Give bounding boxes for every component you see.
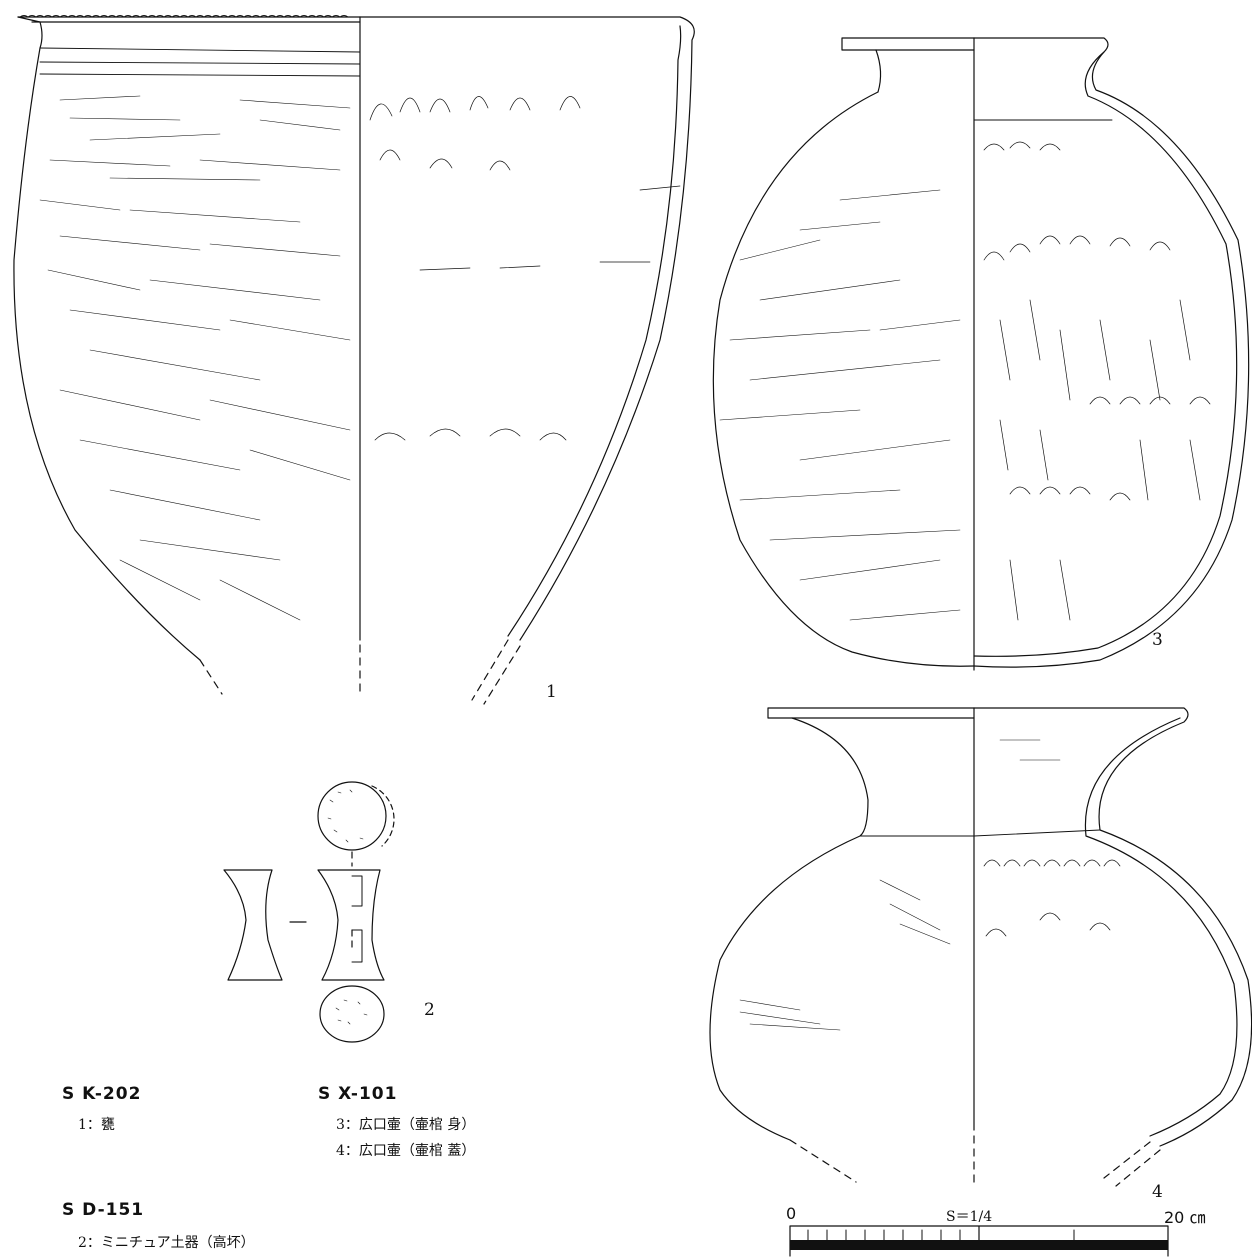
scale-ratio-label: S＝1/4 xyxy=(946,1209,993,1225)
vessel-3-left-body xyxy=(712,91,975,667)
vessel-4-finger-marks xyxy=(983,859,1121,937)
vessel-2-miniature xyxy=(223,781,395,1043)
vessel-4-right-inner xyxy=(1084,717,1238,1137)
vessel-4-right-break xyxy=(1103,1141,1161,1187)
vessel-3-rim xyxy=(841,37,975,51)
vessel-4-jar xyxy=(709,707,1252,1187)
scale-end-label: 20 ㎝ xyxy=(1164,1208,1206,1227)
vessel-1-rim-notches xyxy=(19,15,349,18)
figure-number-3: 3 xyxy=(1152,630,1163,650)
scale-start-label: 0 xyxy=(786,1204,797,1223)
vessel-2-bottom-dots xyxy=(335,999,368,1025)
vessel-3-right-outer xyxy=(973,37,1250,668)
vessel-4-left-break xyxy=(789,1139,857,1183)
vessel-1-right-profile-inner xyxy=(507,25,682,637)
legend-heading-sx101: S X-101 xyxy=(318,1084,398,1104)
legend-item-2: 2：ミニチュア土器（高坏） xyxy=(78,1235,255,1251)
vessel-1-texture xyxy=(39,95,351,621)
figure-number-1: 1 xyxy=(546,682,557,702)
legend-heading-sd151: S D-151 xyxy=(62,1200,145,1220)
vessel-4-left-body xyxy=(709,717,869,1141)
vessel-2-left-view xyxy=(223,869,283,981)
vessel-2-right-view xyxy=(317,869,385,981)
vessel-2-top-view xyxy=(317,781,387,851)
vessel-2-top-dashed xyxy=(371,785,395,847)
figure-number-2: 2 xyxy=(424,1000,435,1020)
vessel-3-neck-left xyxy=(875,49,882,93)
vessel-1-bands xyxy=(39,47,361,77)
vessel-3-texture xyxy=(719,189,961,621)
vessel-2-section xyxy=(351,875,363,963)
vessel-3-right-inner xyxy=(973,51,1238,657)
legend-item-4: 4：広口壷（壷棺 蓋） xyxy=(336,1143,476,1159)
vessel-1-finger-marks xyxy=(369,96,681,441)
vessel-2-top-dots xyxy=(327,789,364,843)
vessel-1-left-break xyxy=(199,659,223,695)
vessel-4-neck-base xyxy=(859,829,1101,837)
vessel-4-texture xyxy=(739,739,1061,1031)
vessel-1-rim xyxy=(17,16,361,23)
legend-item-1: 1：甕 xyxy=(78,1117,115,1133)
vessel-1-right-profile-outer xyxy=(359,16,695,641)
legend-heading-sk202: S K-202 xyxy=(62,1084,142,1104)
vessel-1-right-break xyxy=(471,639,521,705)
vessel-4-rim xyxy=(767,707,975,719)
vessel-3-finger-marks xyxy=(983,141,1211,621)
legend-item-3: 3：広口壷（壷棺 身） xyxy=(336,1117,476,1133)
vessel-4-right-outer xyxy=(973,707,1252,1147)
scale-bar-graphic xyxy=(789,1225,1169,1257)
figure-number-4: 4 xyxy=(1152,1182,1163,1202)
vessel-2-bottom-view xyxy=(319,985,385,1043)
vessel-3-jar xyxy=(712,37,1250,671)
vessel-1-jar xyxy=(13,15,695,705)
vessel-1-left-profile xyxy=(13,16,201,661)
